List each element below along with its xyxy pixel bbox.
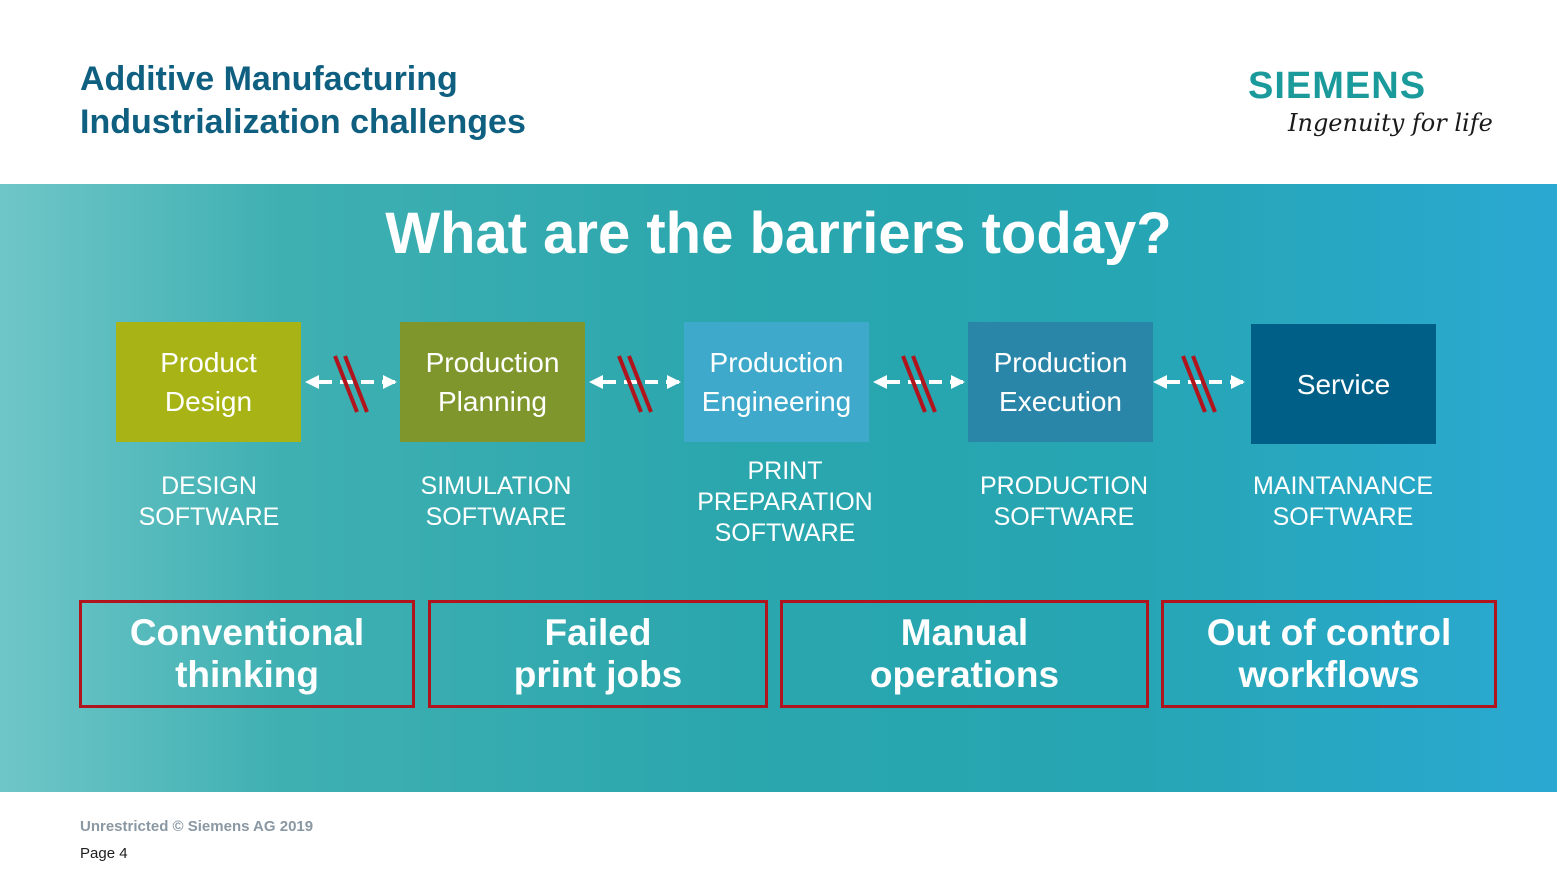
- software-label-print-preparation: PRINT PREPARATION SOFTWARE: [697, 457, 873, 547]
- software-label-production: PRODUCTION SOFTWARE: [979, 472, 1149, 531]
- stage-label: Production Execution: [993, 347, 1128, 417]
- stage-label: Service: [1296, 368, 1391, 400]
- headline: What are the barriers today?: [385, 201, 1172, 266]
- stage-production-planning: Production Planning: [400, 322, 585, 442]
- stage-production-execution: Production Execution: [968, 322, 1153, 442]
- broken-connector-icon: [873, 355, 965, 413]
- barrier-label: Conventional thinking: [129, 612, 365, 695]
- software-label-design: DESIGN SOFTWARE: [138, 472, 280, 531]
- software-label-maintenance: MAINTANANCE SOFTWARE: [1252, 472, 1434, 531]
- footer-page-number: Page 4: [80, 845, 128, 862]
- slide-title: Additive Manufacturing Industrialization…: [80, 58, 526, 144]
- barrier-out-of-control-workflows: Out of control workflows: [1161, 600, 1497, 708]
- barrier-manual-operations: Manual operations: [780, 600, 1149, 708]
- stage-label: Production Planning: [425, 347, 560, 417]
- barrier-label: Failed print jobs: [513, 612, 683, 695]
- logo-wordmark: SIEMENS: [1248, 65, 1427, 107]
- barrier-label: Manual operations: [869, 612, 1060, 695]
- stage-production-engineering: Production Engineering: [684, 322, 869, 442]
- footer-copyright: Unrestricted © Siemens AG 2019: [80, 818, 314, 835]
- software-label-simulation: SIMULATION SOFTWARE: [420, 472, 572, 531]
- stage-label: Production Engineering: [701, 347, 852, 417]
- title-line-2: Industrialization challenges: [80, 103, 526, 141]
- stage-product-design: Product Design: [116, 322, 301, 442]
- content-band: [0, 184, 1557, 792]
- barrier-failed-print-jobs: Failed print jobs: [428, 600, 768, 708]
- broken-connector-icon: [1153, 355, 1245, 413]
- title-line-1: Additive Manufacturing: [80, 60, 458, 98]
- stage-label: Product Design: [160, 347, 257, 417]
- barrier-label: Out of control workflows: [1206, 612, 1452, 695]
- stage-service: Service: [1251, 324, 1436, 444]
- logo-tagline: Ingenuity for life: [1288, 109, 1493, 137]
- broken-connector-icon: [305, 355, 397, 413]
- siemens-logo: SIEMENS Ingenuity for life: [1248, 65, 1493, 156]
- broken-connector-icon: [589, 355, 681, 413]
- barrier-conventional-thinking: Conventional thinking: [79, 600, 415, 708]
